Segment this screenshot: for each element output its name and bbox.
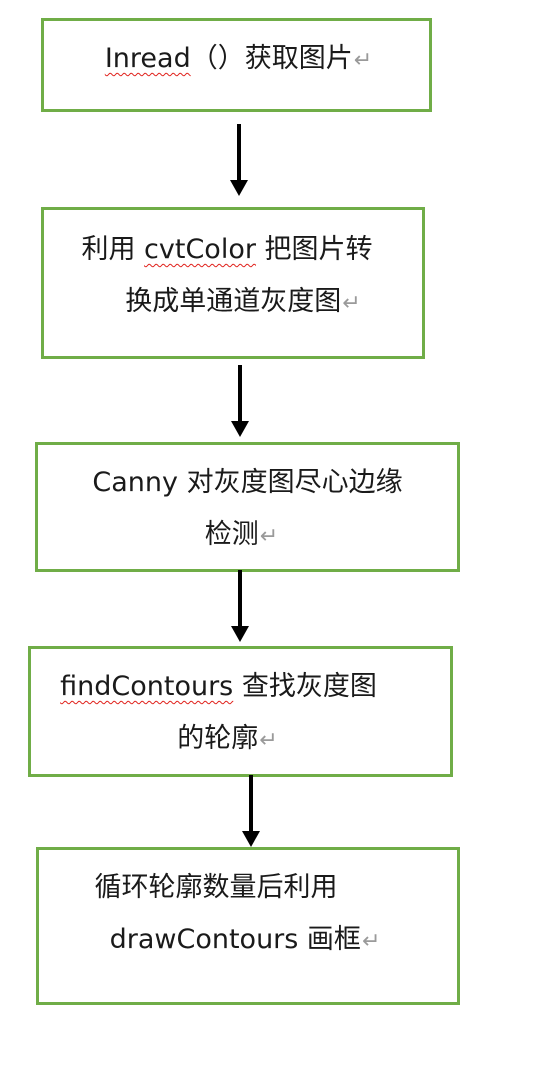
spellcheck-flagged-word: cvtColor xyxy=(144,234,256,265)
flow-arrow xyxy=(242,775,260,847)
step-box-imread: Inread（）获取图片↵ xyxy=(41,18,432,112)
step-text-line: 换成单通道灰度图↵ xyxy=(44,286,422,320)
step-text-line: 循环轮廓数量后利用 xyxy=(39,872,457,904)
text-span: 检测 xyxy=(204,519,259,550)
step-box-findcontours: findContours 查找灰度图 的轮廓↵ xyxy=(28,646,453,777)
text-span: drawContours 画框 xyxy=(109,924,361,955)
text-span: 把图片转 xyxy=(255,234,373,265)
paragraph-mark-icon: ↵ xyxy=(361,929,381,954)
step-box-canny: Canny 对灰度图尽心边缘 检测↵ xyxy=(35,442,460,572)
step-text-line: 检测↵ xyxy=(38,519,457,553)
step-box-drawcontours: 循环轮廓数量后利用 drawContours 画框↵ xyxy=(36,847,460,1005)
flow-arrow xyxy=(230,124,248,196)
step-text-line: 的轮廓↵ xyxy=(31,723,450,757)
flow-arrow xyxy=(231,365,249,437)
flow-arrow xyxy=(231,570,249,642)
spellcheck-flagged-word: findContours xyxy=(60,671,234,702)
step-text-line: drawContours 画框↵ xyxy=(39,924,457,958)
text-span: Canny 对灰度图尽心边缘 xyxy=(92,467,403,498)
text-span: 利用 xyxy=(81,234,145,265)
text-span: 的轮廓 xyxy=(177,723,259,754)
text-span: 查找灰度图 xyxy=(233,671,377,702)
paragraph-mark-icon: ↵ xyxy=(259,728,278,753)
paragraph-mark-icon: ↵ xyxy=(342,291,361,316)
step-box-cvtcolor: 利用 cvtColor 把图片转 换成单通道灰度图↵ xyxy=(41,207,425,359)
step-text-line: Canny 对灰度图尽心边缘 xyxy=(38,467,457,499)
text-span: （）获取图片 xyxy=(190,43,353,74)
text-span: 循环轮廓数量后利用 xyxy=(94,872,338,903)
spellcheck-flagged-word: Inread xyxy=(104,43,191,74)
paragraph-mark-icon: ↵ xyxy=(353,48,373,73)
step-text-line: 利用 cvtColor 把图片转 xyxy=(44,234,422,266)
text-span: 换成单通道灰度图 xyxy=(125,286,342,317)
step-text-line: findContours 查找灰度图 xyxy=(31,671,450,703)
step-text-line: Inread（）获取图片↵ xyxy=(44,43,429,77)
paragraph-mark-icon: ↵ xyxy=(259,524,279,549)
